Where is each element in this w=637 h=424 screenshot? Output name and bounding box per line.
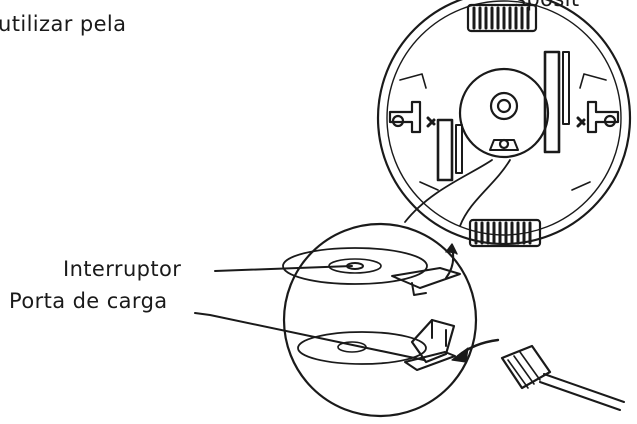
top-wheel — [466, 3, 538, 33]
bottom-wheel — [468, 218, 542, 248]
magnified-detail — [282, 222, 500, 418]
side-slots — [436, 50, 570, 182]
instruction-text-fragment: utilizar pela — [0, 12, 127, 36]
right-brush-mount — [576, 100, 620, 134]
center-caster — [458, 67, 550, 159]
label-porta-de-carga: Porta de carga — [9, 289, 168, 313]
robot-underside — [376, 0, 632, 248]
cut-off-text-fragment: sposit — [515, 0, 580, 11]
leader-interruptor — [214, 265, 353, 272]
leader-porta-de-carga — [194, 312, 425, 361]
label-interruptor: Interruptor — [63, 257, 182, 281]
left-brush-mount — [388, 100, 436, 134]
charging-cable — [500, 344, 625, 411]
